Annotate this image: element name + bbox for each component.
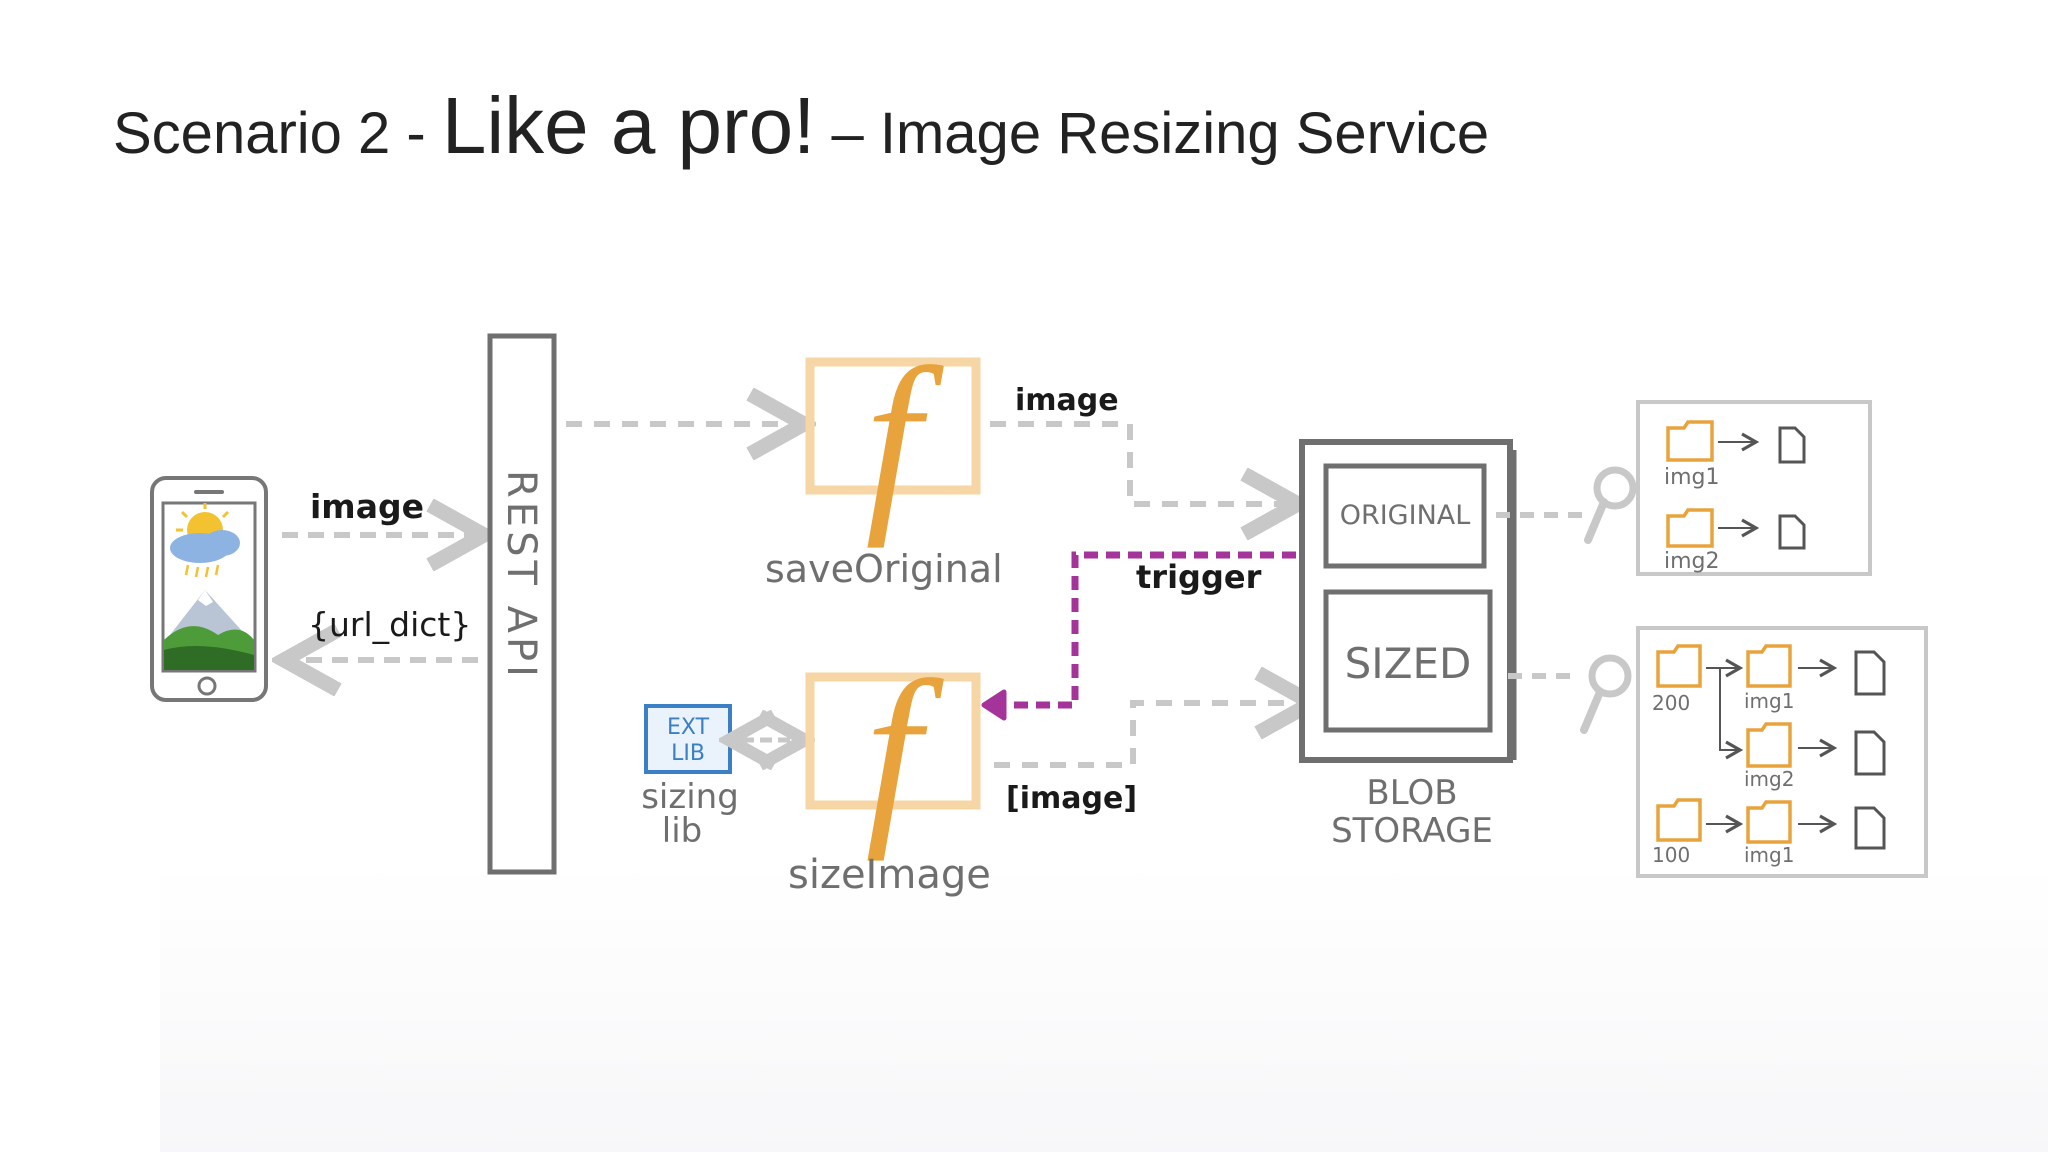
image-store-label: image <box>1015 383 1119 418</box>
sizing-lib-line2: lib <box>662 811 702 851</box>
sized-container <box>1323 589 1493 733</box>
folder-icon <box>1746 722 1792 768</box>
rest-api-gateway: REST API <box>487 333 557 875</box>
trigger-label: trigger <box>1136 558 1262 596</box>
title-suffix: – Image Resizing Service <box>815 101 1490 166</box>
storage-label-line1: BLOB <box>1366 773 1457 813</box>
size-image-function: f sizeImage <box>788 641 991 898</box>
slide-title: Scenario 2 - Like a pro! – Image Resizin… <box>113 80 1489 172</box>
file-icon <box>1778 514 1806 550</box>
key-icon <box>1584 466 1637 544</box>
rest-api-label: REST API <box>498 470 544 681</box>
sized-img2-label: img2 <box>1744 767 1794 791</box>
sizing-lib-line1: sizing <box>641 777 739 817</box>
save-original-label: saveOriginal <box>765 547 1003 591</box>
title-emphasis: Like a pro! <box>441 81 816 170</box>
save-original-function: f saveOriginal <box>765 328 1003 591</box>
folder-icon <box>1656 644 1702 688</box>
file-icon <box>1854 730 1886 776</box>
ext-lib-line1: EXT <box>667 715 710 740</box>
sized-files-panel: 200 img1 img2 100 img1 <box>1636 626 1928 878</box>
original-container <box>1323 463 1487 569</box>
size-to-blob-arrow <box>994 703 1306 768</box>
save-to-blob-arrow <box>990 421 1292 504</box>
folder-icon <box>1746 644 1792 688</box>
image-request-label: image <box>310 487 424 526</box>
sized-img1-label: img1 <box>1744 689 1794 713</box>
size-image-label: sizeImage <box>788 852 991 898</box>
folder-icon <box>1656 798 1702 842</box>
original-files-panel: img1 img2 <box>1636 400 1872 576</box>
original-container-label: ORIGINAL <box>1340 500 1471 531</box>
ext-lib-icon: EXT LIB sizing lib <box>641 704 739 851</box>
blob-storage: ORIGINAL SIZED BLOB STORAGE <box>1299 439 1517 851</box>
title-prefix: Scenario 2 - <box>113 101 442 166</box>
orig-img1-label: img1 <box>1664 465 1720 490</box>
folder-100-label: 100 <box>1652 843 1690 867</box>
trigger-arrowhead <box>981 689 1007 721</box>
image-list-label: [image] <box>1006 781 1137 816</box>
folder-icon <box>1666 420 1714 462</box>
ext-lib-line2: LIB <box>671 741 705 766</box>
folder-200-label: 200 <box>1652 691 1690 715</box>
file-icon <box>1854 650 1886 696</box>
orig-img2-label: img2 <box>1664 549 1720 574</box>
sized-img1b-label: img1 <box>1744 843 1794 867</box>
url-dict-label: {url_dict} <box>308 605 471 644</box>
key-icon-2 <box>1580 654 1632 734</box>
folder-icon <box>1746 800 1792 844</box>
background-shade <box>160 860 2048 1152</box>
sized-container-label: SIZED <box>1345 639 1472 688</box>
folder-icon <box>1666 508 1714 548</box>
storage-label-line2: STORAGE <box>1331 811 1493 851</box>
tree-branch-arrow <box>1706 667 1744 760</box>
file-icon <box>1854 806 1886 850</box>
trigger-arrow <box>992 551 1318 709</box>
phone-icon <box>150 476 268 702</box>
file-icon <box>1778 426 1806 464</box>
